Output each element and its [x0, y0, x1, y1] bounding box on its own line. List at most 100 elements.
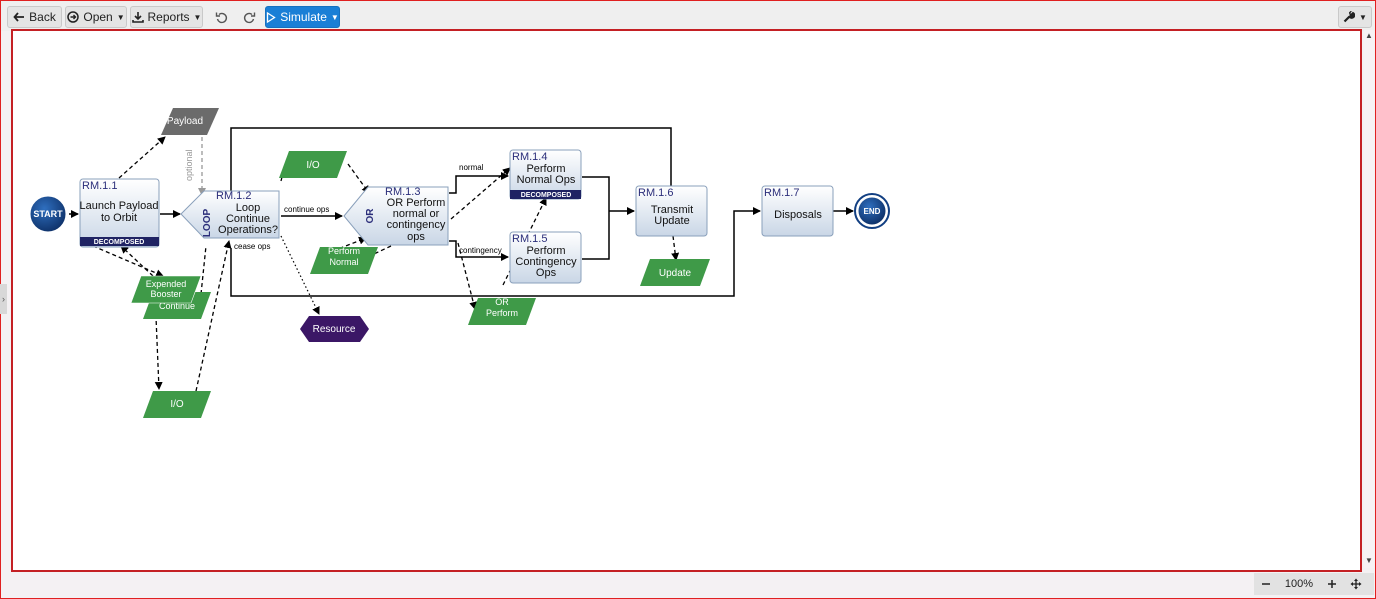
play-icon	[267, 11, 276, 23]
node-text-line: Update	[654, 215, 689, 227]
simulate-button[interactable]: Simulate ▼	[265, 6, 340, 28]
item-io-top[interactable]: I/O	[279, 151, 347, 178]
item-label: Booster	[150, 289, 181, 299]
edge-rm13-rm14	[449, 172, 509, 194]
back-label: Back	[29, 10, 56, 24]
node-text-line: Ops	[536, 267, 557, 279]
end-node[interactable]: END	[854, 193, 890, 229]
download-icon	[131, 12, 144, 23]
circle-arrow-icon	[67, 11, 80, 23]
open-label: Open	[83, 10, 113, 24]
minus-icon	[1262, 583, 1270, 585]
node-rm-1-4[interactable]: RM.1.4 Perform Normal Ops DECOMPOSED	[509, 149, 582, 200]
node-text-line: Operations?	[218, 224, 278, 236]
reports-button[interactable]: Reports ▼	[130, 6, 203, 28]
chevron-right-icon: ›	[2, 294, 5, 304]
node-text-line: to Orbit	[101, 212, 137, 224]
open-button[interactable]: Open ▼	[65, 6, 127, 28]
item-payload[interactable]: Payload	[161, 108, 219, 135]
item-label: Resource	[313, 324, 356, 335]
simulate-label: Simulate	[280, 10, 327, 24]
undo-button[interactable]	[209, 6, 233, 28]
node-id: RM.1.7	[764, 187, 799, 199]
node-text-line: normal or	[393, 208, 440, 220]
plus-icon	[1328, 580, 1336, 588]
node-id: RM.1.3	[385, 186, 420, 198]
scroll-up-icon[interactable]: ▲	[1365, 31, 1373, 40]
edge-io-rm13	[347, 163, 370, 194]
redo-button[interactable]	[237, 6, 261, 28]
scroll-down-icon[interactable]: ▼	[1365, 556, 1373, 565]
chevron-down-icon: ▼	[116, 12, 125, 22]
decomposed-badge: DECOMPOSED	[94, 239, 145, 246]
item-io-bottom[interactable]: I/O	[143, 391, 211, 418]
chevron-down-icon: ▼	[193, 12, 202, 22]
side-panel-toggle[interactable]: ›	[0, 284, 7, 314]
item-label: OR	[495, 297, 509, 307]
edge-rm13-or-perform	[457, 242, 478, 310]
edge-label-optional: optional	[184, 149, 194, 181]
node-text-line: Continue	[226, 213, 270, 225]
edge-rm13-rm15	[449, 240, 509, 261]
node-text-line: Launch Payload	[80, 200, 159, 212]
edge-merge-bracket	[582, 176, 610, 260]
edge-label-cease-ops: cease ops	[234, 242, 270, 251]
node-id: RM.1.2	[216, 190, 251, 202]
item-update[interactable]: Update	[640, 259, 710, 286]
start-node[interactable]: START	[29, 195, 67, 233]
node-id: RM.1.6	[638, 187, 673, 199]
node-id: RM.1.5	[512, 233, 547, 245]
node-text-line: Loop	[236, 202, 260, 214]
node-rm-1-7[interactable]: RM.1.7 Disposals	[761, 185, 834, 237]
fit-view-button[interactable]	[1344, 578, 1368, 590]
edge-rm13-rm14-dash	[450, 167, 511, 220]
item-perform-normal[interactable]: Perform Normal	[310, 246, 378, 274]
chevron-down-icon: ▼	[1359, 12, 1367, 22]
settings-button[interactable]: ▼	[1338, 6, 1372, 28]
item-label: Payload	[167, 116, 203, 127]
edge-cease-rm17	[230, 207, 761, 297]
start-label: START	[33, 209, 63, 219]
edge-label-contingency: contingency	[459, 246, 502, 255]
item-resource[interactable]: Resource	[300, 316, 369, 342]
solid-connectors	[69, 127, 854, 297]
node-text-line: OR Perform	[387, 197, 446, 209]
item-label: Expended	[146, 279, 187, 289]
zoom-in-button[interactable]	[1320, 579, 1344, 589]
node-text-line: Transmit	[651, 204, 693, 216]
back-button[interactable]: Back	[7, 6, 62, 28]
edge-rm12-resource	[280, 235, 320, 315]
node-rm-1-3[interactable]: OR RM.1.3 OR Perform normal or contingen…	[343, 186, 449, 246]
wrench-icon	[1343, 11, 1356, 23]
process-diagram: optional continue ops cease ops normal c…	[29, 108, 890, 418]
dashed-connectors	[92, 136, 680, 392]
loop-gate-label: LOOP	[202, 209, 213, 238]
node-rm-1-2[interactable]: LOOP RM.1.2 Loop Continue Operations?	[180, 190, 280, 239]
node-text-line: Perform	[526, 163, 565, 175]
edge-perform-normal-rm13	[332, 236, 367, 252]
item-label: Continue	[159, 301, 195, 311]
item-label: Perform	[328, 246, 360, 256]
edge-label-continue-ops: continue ops	[284, 205, 329, 214]
node-id: RM.1.4	[512, 151, 547, 163]
item-label: Perform	[486, 308, 518, 318]
item-or-perform[interactable]: OR Perform	[468, 297, 536, 325]
item-label: I/O	[170, 399, 184, 410]
item-expended-booster[interactable]: Expended Booster	[130, 275, 202, 304]
move-arrows-icon	[1350, 578, 1362, 590]
edge-booster-rm11	[120, 245, 154, 277]
reports-label: Reports	[147, 10, 190, 24]
zoom-out-button[interactable]	[1254, 579, 1278, 589]
end-label: END	[864, 207, 881, 216]
node-rm-1-1[interactable]: RM.1.1 Launch Payload to Orbit DECOMPOSE…	[79, 178, 160, 248]
node-rm-1-5[interactable]: RM.1.5 Perform Contingency Ops	[509, 231, 582, 284]
toolbar: Back Open ▼ Reports ▼ Simulate ▼ ▼	[1, 1, 1375, 31]
node-rm-1-6[interactable]: RM.1.6 Transmit Update	[635, 185, 708, 237]
vertical-scrollbar[interactable]	[1364, 30, 1374, 568]
diagram-canvas[interactable]: optional continue ops cease ops normal c…	[11, 29, 1362, 572]
edge-rm11-booster	[92, 245, 164, 277]
decomposed-badge: DECOMPOSED	[521, 192, 572, 199]
node-text-line: ops	[407, 231, 425, 243]
chevron-down-icon: ▼	[330, 12, 339, 22]
node-id: RM.1.1	[82, 180, 117, 192]
